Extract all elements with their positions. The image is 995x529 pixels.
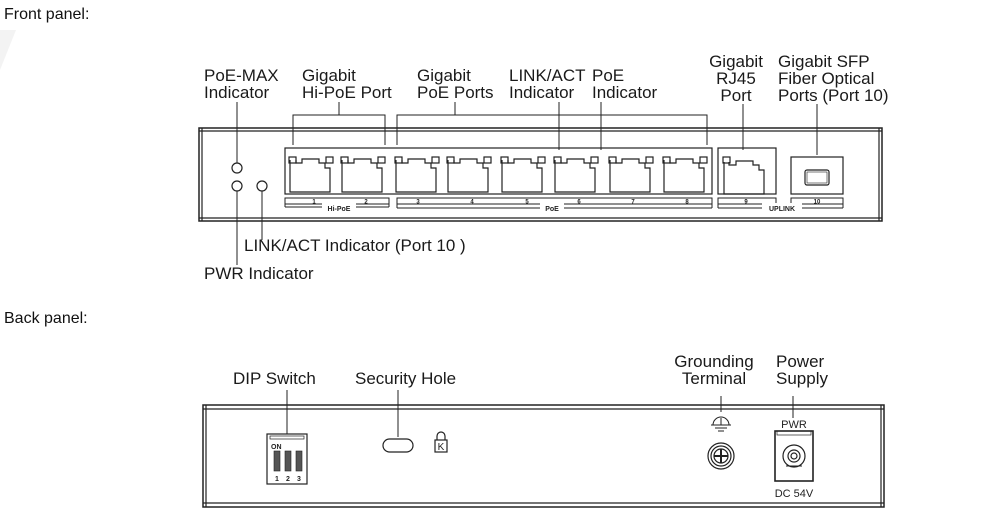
pwr-indicator-label: PWR Indicator bbox=[204, 264, 314, 283]
ground-symbol-icon bbox=[711, 416, 731, 432]
rj45-port-6 bbox=[553, 156, 599, 193]
dip-number-1: 1 bbox=[275, 476, 279, 483]
rj45-port-label: Gigabit RJ45 Port bbox=[700, 53, 772, 104]
rj45-port-7 bbox=[608, 156, 654, 193]
sfp-port-label-line2: Fiber Optical bbox=[778, 69, 875, 88]
rj45-port-label-line3: Port bbox=[720, 86, 752, 105]
port-led-right bbox=[699, 156, 708, 164]
port-led-right bbox=[537, 156, 546, 164]
hipoe-port-label: Gigabit Hi-PoE Port bbox=[302, 67, 392, 101]
poe-indicator-label-line2: Indicator bbox=[592, 83, 658, 102]
dip-switch-3 bbox=[295, 450, 303, 472]
port-led-left bbox=[608, 156, 617, 164]
poe-indicator-label: PoE Indicator bbox=[592, 67, 657, 101]
port-led-left bbox=[722, 156, 731, 164]
lock-icon: K bbox=[434, 431, 448, 453]
port-number-2: 2 bbox=[364, 200, 368, 206]
rj45-port-8 bbox=[662, 156, 708, 193]
poe-indicator-label-line1: PoE bbox=[592, 66, 625, 85]
port-led-right bbox=[590, 156, 599, 164]
decorative-watermark bbox=[0, 30, 16, 70]
port-led-right bbox=[483, 156, 492, 164]
port-number-9: 9 bbox=[744, 200, 748, 206]
security-hole bbox=[382, 438, 414, 453]
back-chassis bbox=[202, 404, 885, 508]
poe-group-label: PoE bbox=[545, 206, 559, 213]
poe-ports-label-line2: PoE Ports bbox=[417, 83, 494, 102]
linkact-indicator-label-line2: Indicator bbox=[509, 83, 575, 102]
port-led-left bbox=[446, 156, 455, 164]
back-panel-title: Back panel: bbox=[4, 310, 88, 327]
front-chassis bbox=[198, 127, 883, 222]
front-panel-title: Front panel: bbox=[4, 6, 90, 23]
rj45-port-5 bbox=[500, 156, 546, 193]
port-led-right bbox=[645, 156, 654, 164]
front-leader-lines bbox=[236, 102, 818, 265]
grounding-terminal-label: Grounding Terminal bbox=[664, 353, 764, 387]
sfp-port-10 bbox=[790, 156, 844, 195]
dc-voltage-label: DC 54V bbox=[775, 488, 814, 500]
dip-switch-2 bbox=[284, 450, 292, 472]
hipoe-group-label: Hi-PoE bbox=[328, 206, 351, 213]
poe-port-block bbox=[284, 147, 713, 195]
rj45-port-label-line2: RJ45 bbox=[716, 69, 756, 88]
port-led-right bbox=[377, 156, 386, 164]
poe-ports-label: Gigabit PoE Ports bbox=[417, 67, 494, 101]
port-number-3: 3 bbox=[416, 200, 420, 206]
port-led-right bbox=[325, 156, 334, 164]
port-led-left bbox=[500, 156, 509, 164]
dip-switch-label: DIP Switch bbox=[233, 369, 316, 388]
security-hole-label: Security Hole bbox=[355, 369, 457, 388]
dc-power-jack bbox=[774, 430, 814, 482]
port-number-10: 10 bbox=[814, 200, 821, 206]
port-led-left bbox=[288, 156, 297, 164]
power-supply-label-line2: Supply bbox=[776, 369, 828, 388]
dip-on-label: ON bbox=[271, 444, 282, 451]
rj45-port-label-line1: Gigabit bbox=[709, 52, 763, 71]
port-led-left bbox=[553, 156, 562, 164]
linkact-indicator-label-line1: LINK/ACT bbox=[509, 66, 586, 85]
rj45-port-2 bbox=[340, 156, 386, 193]
sfp-port-label-line3: Ports (Port 10) bbox=[778, 86, 889, 105]
power-supply-label-line1: Power bbox=[776, 352, 825, 371]
linkact-port10-label: LINK/ACT Indicator (Port 10 ) bbox=[244, 236, 466, 255]
grounding-terminal-label-line2: Terminal bbox=[681, 369, 747, 388]
port-led-left bbox=[662, 156, 671, 164]
port-led-left bbox=[394, 156, 403, 164]
dip-switch-1 bbox=[273, 450, 281, 472]
linkact-indicator-label: LINK/ACT Indicator bbox=[509, 67, 586, 101]
rj45-port-1 bbox=[288, 156, 334, 193]
poe-ports-label-line1: Gigabit bbox=[417, 66, 471, 85]
grounding-terminal-label-line1: Grounding bbox=[674, 352, 754, 371]
dip-number-3: 3 bbox=[297, 476, 301, 483]
dip-switch: ON 1 2 3 bbox=[266, 433, 308, 485]
lock-letter: K bbox=[438, 442, 445, 453]
pwr-port-label: PWR bbox=[781, 419, 807, 431]
poe-max-label-line2: Indicator bbox=[204, 83, 270, 102]
dip-number-2: 2 bbox=[286, 476, 290, 483]
port-number-4: 4 bbox=[470, 200, 474, 206]
rj45-port-3 bbox=[394, 156, 440, 193]
poe-max-label-line1: PoE-MAX bbox=[204, 66, 279, 85]
hipoe-port-label-line2: Hi-PoE Port bbox=[302, 83, 392, 102]
port-number-5: 5 bbox=[525, 200, 529, 206]
sfp-port-label-line1: Gigabit SFP bbox=[778, 52, 870, 71]
grounding-terminal bbox=[707, 442, 735, 470]
hipoe-port-label-line1: Gigabit bbox=[302, 66, 356, 85]
port-number-7: 7 bbox=[631, 200, 635, 206]
port-number-6: 6 bbox=[577, 200, 581, 206]
power-supply-label: Power Supply bbox=[776, 353, 828, 387]
rj45-port-4 bbox=[446, 156, 492, 193]
port-number-1: 1 bbox=[312, 200, 316, 206]
port-led-left bbox=[340, 156, 349, 164]
rj45-port-9 bbox=[722, 156, 765, 195]
uplink-group-label: UPLINK bbox=[769, 206, 795, 213]
back-leader-lines bbox=[286, 390, 794, 437]
port-led-right bbox=[431, 156, 440, 164]
sfp-port-label: Gigabit SFP Fiber Optical Ports (Port 10… bbox=[778, 53, 889, 104]
port-number-8: 8 bbox=[685, 200, 689, 206]
poe-max-label: PoE-MAX Indicator bbox=[204, 67, 279, 101]
